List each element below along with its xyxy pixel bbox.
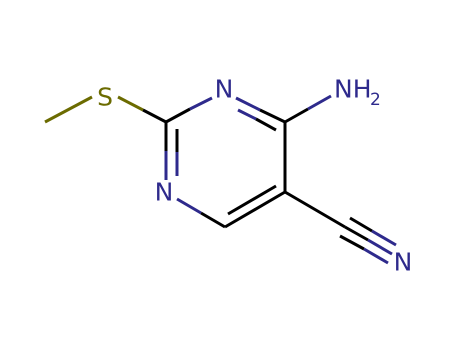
bond-nitrile-triple-center-n [367, 238, 393, 256]
bond-nitrile-triple-lower-n [363, 247, 389, 265]
bond-c2-n3-n-part [189, 96, 213, 111]
bond-nitrile-triple-upper-c [349, 216, 373, 233]
bond-c4-amine-c-part [284, 107, 309, 124]
atom-amino-group: NH [334, 75, 372, 104]
bond-c6-n1-c-part [200, 211, 226, 229]
bond-nitrile-triple-upper-n [371, 229, 397, 247]
atom-label-layer: S N N NH 2 N [97, 75, 412, 277]
bond-sulfur-c2-s-part [117, 95, 144, 112]
bond-layer [44, 94, 397, 265]
atom-nitrogen-ring-left: N [155, 178, 174, 207]
bond-c5-c6-outer [224, 190, 286, 229]
atom-amino-subscript: 2 [370, 90, 381, 110]
bond-c6-n1-n-part [176, 197, 202, 215]
bond-nitrile-triple-lower-c [339, 234, 365, 251]
bond-n3-c4-n-part [235, 96, 261, 112]
bond-c5-c6-inner [227, 184, 277, 216]
bond-methyl-sulfur [44, 95, 93, 124]
bond-c4-amine-n-part [307, 94, 332, 111]
bond-n3-c4-c-part [259, 108, 286, 124]
bond-n3-c4-inner-c-part [255, 117, 277, 132]
atom-sulfur: S [97, 83, 113, 112]
atom-nitrogen-nitrile: N [394, 248, 413, 277]
atom-nitrogen-ring-top: N [215, 75, 234, 104]
bond-c2-n3-c-part [165, 107, 191, 124]
bond-c5-nitrile-carbon [284, 190, 346, 229]
bond-n3-c4-inner-n-part [237, 108, 257, 121]
bond-sulfur-c2-c-part [142, 108, 167, 124]
bond-nitrile-triple-center-c [344, 225, 369, 242]
